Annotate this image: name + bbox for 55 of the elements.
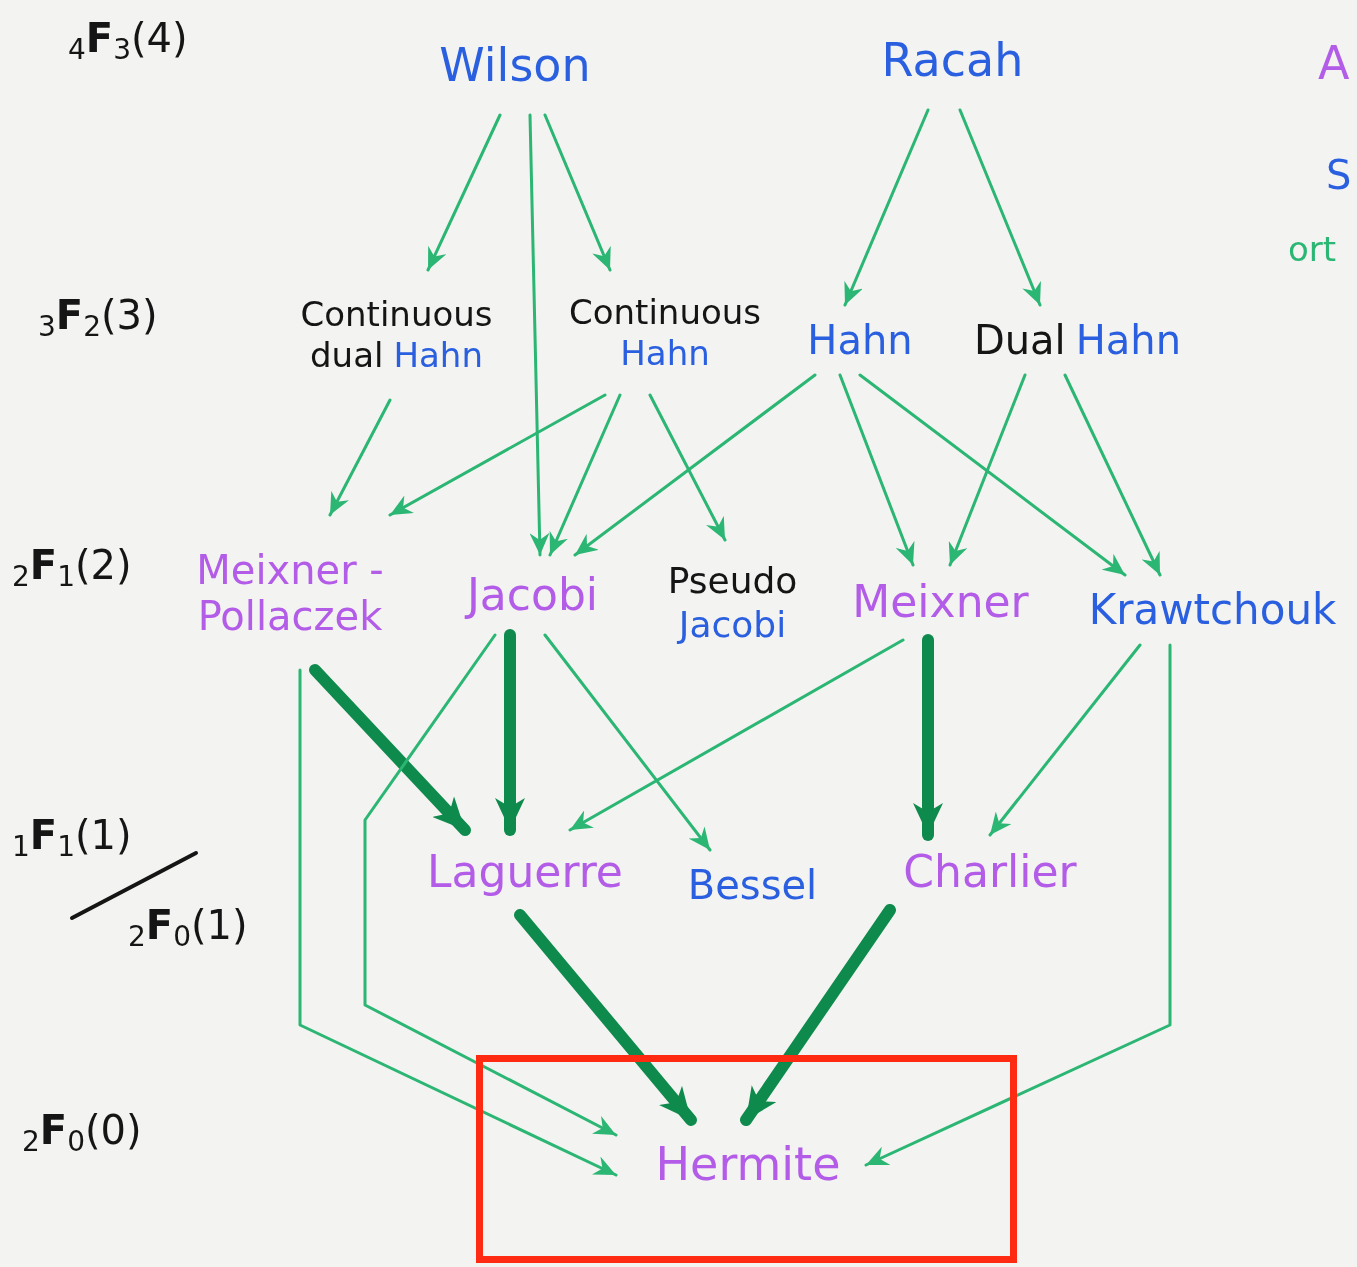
polynomial-name: Jacobi: [435, 555, 630, 635]
arrow: [543, 633, 712, 852]
hypergeometric-label: A: [1318, 40, 1350, 86]
arrow: [864, 643, 1172, 1167]
arrow: [843, 108, 930, 307]
hypergeometric-label: $_{4}$F$_{3}$(4): [68, 18, 188, 58]
arrow: [568, 638, 905, 832]
hypergeometric-label: $_{2}$F$_{0}$(1): [128, 905, 248, 945]
polynomial-name: Krawtchouk: [1068, 575, 1357, 645]
hypergeometric-label: $_{3}$F$_{2}$(3): [38, 295, 158, 335]
polynomial-name-part: dual: [310, 335, 384, 376]
arrow: [298, 668, 618, 1177]
arrow: [495, 629, 525, 836]
arrow: [328, 398, 392, 517]
polynomial-name: Charlier: [865, 835, 1115, 910]
arrow: [913, 634, 943, 841]
arrow: [309, 664, 471, 836]
polynomial-name: Wilson: [425, 15, 605, 115]
polynomial-name-part: Continuous: [300, 294, 493, 335]
arrow: [543, 113, 612, 272]
arrow: [573, 373, 817, 557]
polynomial-name-part: Hahn: [1075, 316, 1182, 364]
hypergeometric-label: $_{1}$F$_{1}$(1): [12, 815, 132, 855]
hypergeometric-label: S: [1326, 155, 1352, 195]
polynomial-name: Racah: [860, 10, 1045, 110]
polynomial-name-part: Hahn: [620, 332, 710, 374]
arrow: [426, 113, 502, 272]
polynomial-name: Hahn: [795, 305, 925, 375]
arrow: [988, 643, 1142, 837]
arrow: [514, 909, 697, 1126]
hypergeometric-label: $_{2}$F$_{1}$(2): [12, 545, 132, 585]
polynomial-name-part: Continuous: [569, 291, 761, 333]
polynomial-name: Meixner: [828, 565, 1053, 640]
arrow: [388, 393, 607, 517]
arrow: [548, 393, 622, 557]
arrow: [648, 393, 727, 542]
polynomial-name-part: Pseudo: [667, 559, 798, 603]
arrow: [1063, 373, 1162, 577]
arrow: [948, 373, 1027, 567]
highlight-frame: [476, 1055, 1017, 1263]
arrow: [838, 373, 915, 567]
polynomial-name-part: Hahn: [393, 335, 483, 376]
arrow: [528, 113, 550, 557]
polynomial-name: Hermite: [623, 1127, 873, 1202]
arrow: [958, 108, 1042, 307]
polynomial-name: Meixner - Pollaczek: [170, 515, 410, 670]
polynomial-name: Laguerre: [410, 830, 640, 915]
arrow: [858, 373, 1127, 577]
hypergeometric-label: ort: [1288, 232, 1337, 266]
polynomial-name: Bessel: [670, 850, 835, 920]
hypergeometric-label: $_{2}$F$_{0}$(0): [22, 1110, 142, 1150]
arrow: [363, 633, 618, 1137]
polynomial-name-part: Dual: [973, 316, 1066, 364]
arrow: [740, 904, 896, 1126]
polynomial-name-part: Jacobi: [678, 602, 787, 646]
